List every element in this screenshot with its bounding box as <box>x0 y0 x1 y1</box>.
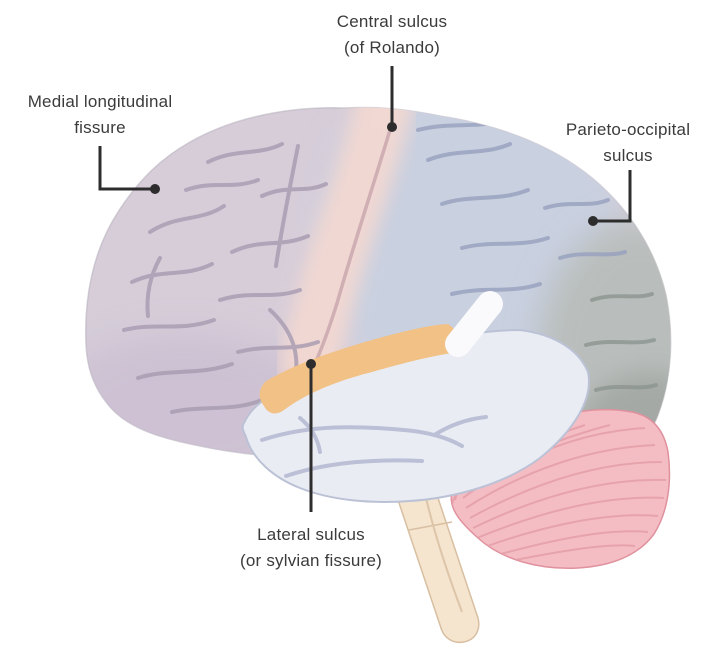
label-lateral-sulcus: Lateral sulcus (or sylvian fissure) <box>240 522 382 574</box>
temporal-sulci <box>260 415 488 478</box>
cerebrum <box>84 106 672 475</box>
leader-dots <box>150 122 598 369</box>
label-central-sulcus-line1: Central sulcus <box>336 12 448 31</box>
parieto-occipital-sulcus-leader-line <box>597 170 632 223</box>
label-parieto-occipital-sulcus-line2: sulcus <box>603 146 653 165</box>
leader-lines <box>98 66 632 512</box>
central-sulcus-region <box>279 107 414 395</box>
parieto-occipital-sulcus-leader-dot <box>588 216 598 226</box>
insular-white-band <box>445 291 503 357</box>
label-medial-longitudinal-fissure-line1: Medial longitudinal <box>27 92 173 111</box>
medial-longitudinal-fissure-leader-line <box>98 146 151 191</box>
brainstem-ridge <box>425 497 463 613</box>
label-parieto-occipital-sulcus-line1: Parieto-occipital <box>565 120 691 139</box>
label-lateral-sulcus-line2: (or sylvian fissure) <box>240 551 382 570</box>
label-medial-longitudinal-fissure: Medial longitudinal fissure <box>28 89 173 141</box>
cerebellum-striations <box>451 424 667 564</box>
central-sulcus-leader-dot <box>387 122 397 132</box>
label-lateral-sulcus-line1: Lateral sulcus <box>257 525 365 544</box>
medial-longitudinal-fissure-leader-dot <box>150 184 160 194</box>
label-medial-longitudinal-fissure-line2: fissure <box>74 118 126 137</box>
lateral-sulcus-leader-dot <box>306 359 316 369</box>
central-sulcus-groove <box>312 128 392 368</box>
pons-medulla-joint <box>408 521 453 531</box>
label-central-sulcus-line2: (of Rolando) <box>344 38 440 57</box>
label-central-sulcus: Central sulcus (of Rolando) <box>337 9 448 61</box>
label-parieto-occipital-sulcus: Parieto-occipital sulcus <box>566 117 690 169</box>
